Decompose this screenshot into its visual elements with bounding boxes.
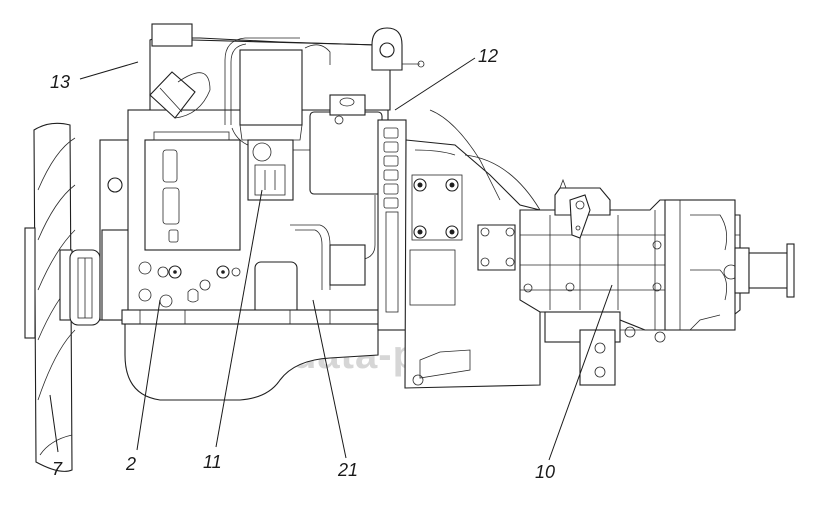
leader-21 — [312, 299, 347, 459]
leader-10 — [548, 284, 613, 461]
oil-pan — [124, 319, 379, 401]
leader-7 — [49, 394, 59, 453]
housing-bolts — [413, 178, 459, 239]
callout-2: 2 — [125, 454, 136, 474]
callout-labels: 13 12 7 2 11 21 10 — [50, 46, 555, 482]
bell-housing — [377, 109, 541, 389]
leader-2 — [136, 299, 161, 451]
fuel-pump-lower — [329, 244, 366, 286]
callout-13: 13 — [50, 72, 70, 92]
gearbox — [519, 178, 795, 386]
fuel-pump — [309, 111, 383, 195]
leader-lines — [49, 57, 613, 461]
leader-11 — [215, 189, 263, 448]
shift-mechanism — [554, 178, 611, 239]
intake-elbow — [149, 71, 196, 119]
fan — [24, 122, 76, 472]
callout-7: 7 — [52, 459, 63, 479]
crank-pulley — [69, 249, 101, 326]
callout-21: 21 — [337, 460, 358, 480]
flywheel-plate — [377, 119, 407, 331]
engine-block — [99, 23, 425, 401]
leader-13 — [79, 61, 139, 80]
block-bolts — [138, 261, 241, 308]
fuel-filter-housing — [239, 49, 303, 126]
leader-12 — [394, 57, 476, 111]
callout-12: 12 — [478, 46, 498, 66]
lifting-eye — [371, 27, 425, 71]
callout-11: 11 — [203, 452, 222, 472]
callout-10: 10 — [535, 462, 555, 482]
